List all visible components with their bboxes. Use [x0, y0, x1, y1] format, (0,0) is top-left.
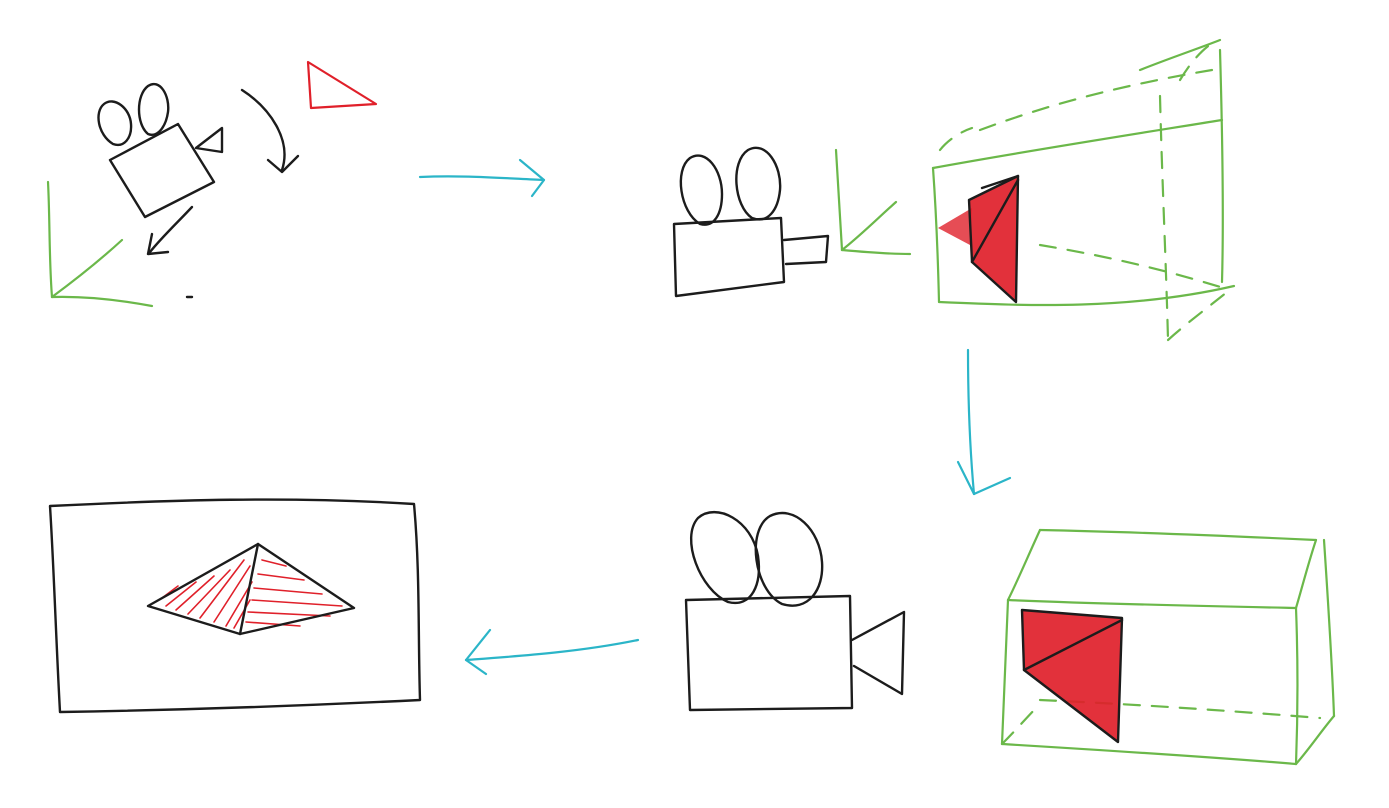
rotation-arrow [240, 88, 300, 174]
view-frustum [931, 38, 1236, 342]
view-axes [834, 148, 912, 256]
world-triangle [306, 60, 378, 110]
movie-camera-icon [684, 510, 906, 712]
projected-triangles [146, 542, 356, 636]
screen-icon [48, 498, 422, 714]
screen-panel [48, 498, 422, 714]
view-space-panel [672, 38, 1236, 342]
movie-camera-icon [97, 82, 224, 219]
translation-arrow [146, 205, 194, 256]
movie-camera-icon [672, 146, 830, 298]
right-triangle-hatching [245, 559, 343, 627]
projection-camera-panel [684, 510, 906, 712]
clip-triangle [1020, 608, 1124, 744]
world-space-panel [46, 60, 378, 308]
flow-arrow-down [956, 348, 1012, 496]
flow-arrow-right [418, 158, 546, 198]
flow-arrow-left [464, 628, 640, 676]
clip-space-panel [1000, 528, 1336, 766]
world-axes [46, 180, 194, 308]
view-triangle [938, 174, 1020, 304]
